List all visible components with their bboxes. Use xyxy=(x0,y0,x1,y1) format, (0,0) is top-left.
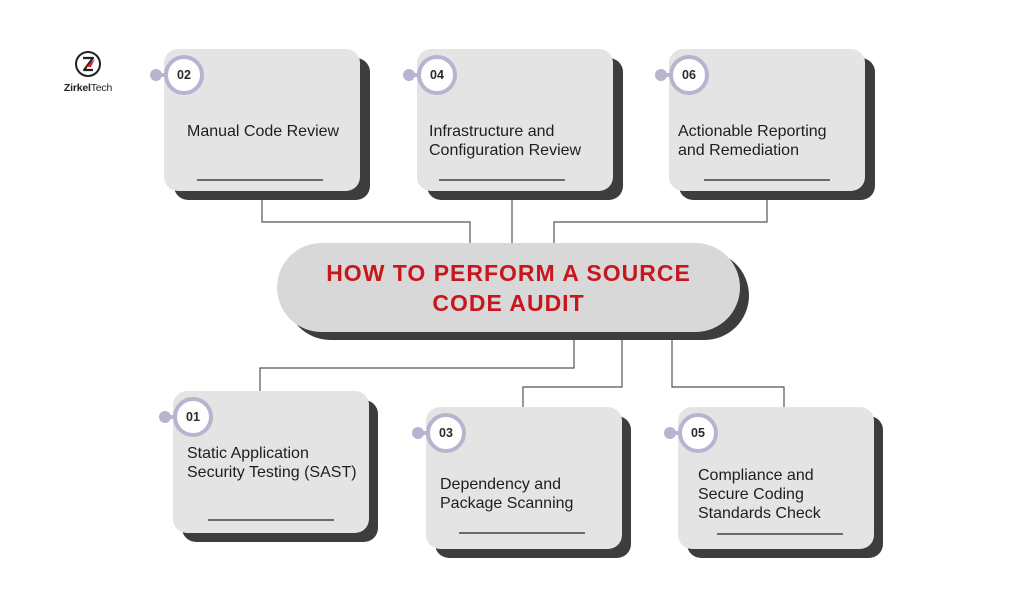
step-label: Actionable Reporting and Remediation xyxy=(678,123,827,159)
step-badge-02: 02 xyxy=(150,55,210,95)
connector-02 xyxy=(261,191,471,243)
connector-03 xyxy=(522,340,623,407)
connector-06 xyxy=(553,191,768,243)
step-number: 02 xyxy=(164,55,204,95)
step-card-03: Dependency and Package Scanning xyxy=(426,407,622,549)
step-label: Dependency and Package Scanning xyxy=(440,476,574,512)
divider xyxy=(208,519,334,521)
step-badge-05: 05 xyxy=(664,413,724,453)
divider xyxy=(704,179,830,181)
step-badge-04: 04 xyxy=(403,55,463,95)
brand-logo: ZirkelTech xyxy=(58,50,118,94)
step-number: 06 xyxy=(669,55,709,95)
divider xyxy=(439,179,565,181)
step-badge-03: 03 xyxy=(412,413,472,453)
divider xyxy=(717,533,843,535)
step-badge-06: 06 xyxy=(655,55,715,95)
step-number: 05 xyxy=(678,413,718,453)
step-label: Manual Code Review xyxy=(187,123,340,140)
divider xyxy=(459,532,585,534)
step-label: Static Application Security Testing (SAS… xyxy=(187,445,357,481)
step-number: 03 xyxy=(426,413,466,453)
title-pill: HOW TO PERFORM A SOURCE CODE AUDIT xyxy=(277,243,740,332)
zirkeltech-logo-icon xyxy=(75,51,101,77)
step-label: Infrastructure and Configuration Review xyxy=(429,123,582,159)
step-number: 04 xyxy=(417,55,457,95)
connector-05 xyxy=(671,340,785,407)
step-number: 01 xyxy=(173,397,213,437)
page-title: HOW TO PERFORM A SOURCE CODE AUDIT xyxy=(326,259,691,316)
connector-01 xyxy=(259,340,575,391)
step-label: Compliance and Secure Coding Standards C… xyxy=(698,467,821,522)
divider xyxy=(197,179,323,181)
step-badge-01: 01 xyxy=(159,397,219,437)
brand-name: ZirkelTech xyxy=(63,82,113,94)
